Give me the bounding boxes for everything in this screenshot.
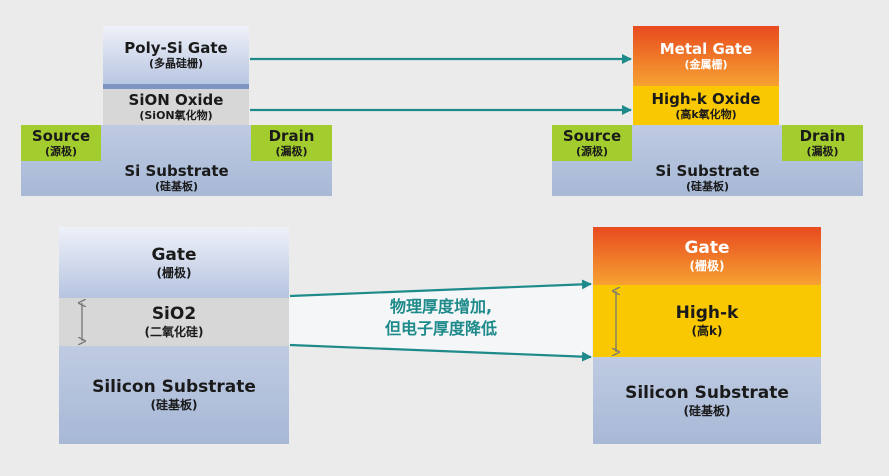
annotation-band xyxy=(289,284,592,358)
layer-subtitle: (硅基板) xyxy=(150,398,198,412)
layer-title: High-k Oxide xyxy=(651,89,761,108)
poly-si-gate-layer: Poly-Si Gate (多晶硅栅) xyxy=(103,26,249,84)
layer-title: Gate xyxy=(151,244,197,265)
layer-title: Silicon Substrate xyxy=(92,377,256,397)
layer-title: Poly-Si Gate xyxy=(124,39,228,57)
layer-subtitle: (多晶硅栅) xyxy=(148,57,204,70)
layer-title: Si Substrate xyxy=(655,161,760,180)
layer-subtitle: (栅极) xyxy=(689,259,725,273)
layer-subtitle: (硅基板) xyxy=(154,179,199,193)
layer-title: Silicon Substrate xyxy=(625,382,789,403)
drain-region: Drain (漏极) xyxy=(251,125,332,161)
gate-oxide-interface xyxy=(103,84,249,89)
layer-subtitle: (硅基板) xyxy=(683,403,731,418)
high-k-oxide-layer: High-k Oxide (高k氧化物) xyxy=(633,86,779,125)
source-region: Source (源极) xyxy=(552,125,632,161)
layer-title: Drain xyxy=(799,127,846,145)
top-edge-arrow xyxy=(289,279,592,298)
layer-subtitle: (高k) xyxy=(691,324,723,338)
layer-subtitle: (高k氧化物) xyxy=(675,107,737,121)
layer-subtitle: (漏极) xyxy=(806,145,839,158)
layer-title: Metal Gate xyxy=(659,40,753,58)
layer-title: Source xyxy=(31,127,91,145)
annotation-line-2: 但电子厚度降低 xyxy=(384,319,497,338)
annotation-line-1: 物理厚度增加, xyxy=(389,297,493,316)
sion-oxide-layer: SiON Oxide (SiON氧化物) xyxy=(103,89,249,125)
layer-title: SiON Oxide xyxy=(128,91,224,109)
sio2-oxide-layer: SiO2 (二氧化硅) xyxy=(59,298,289,346)
layer-subtitle: (栅极) xyxy=(156,265,192,280)
layer-subtitle: (源极) xyxy=(44,145,78,158)
source-region: Source (源极) xyxy=(21,125,101,161)
layer-title: High-k xyxy=(675,303,739,323)
layer-subtitle: (金属栅) xyxy=(684,58,728,71)
drain-region: Drain (漏极) xyxy=(782,125,863,161)
bottom-edge-arrow xyxy=(289,343,592,362)
layer-title: Drain xyxy=(268,127,315,145)
gate-layer: Gate (栅极) xyxy=(593,227,821,285)
gate-layer: Gate (栅极) xyxy=(59,227,289,298)
thickness-annotation: 物理厚度增加, 但电子厚度降低 xyxy=(330,296,552,340)
layer-subtitle: (二氧化硅) xyxy=(144,325,204,339)
layer-subtitle: (源极) xyxy=(575,145,609,158)
layer-title: SiO2 xyxy=(151,304,197,324)
layer-subtitle: (硅基板) xyxy=(685,179,730,193)
high-k-layer: High-k (高k) xyxy=(593,285,821,357)
metal-gate-layer: Metal Gate (金属栅) xyxy=(633,26,779,86)
layer-title: Gate xyxy=(684,238,730,258)
layer-subtitle: (漏极) xyxy=(275,145,308,158)
layer-title: Source xyxy=(562,127,622,145)
silicon-substrate-layer: Silicon Substrate (硅基板) xyxy=(593,357,821,444)
silicon-substrate-layer: Silicon Substrate (硅基板) xyxy=(59,346,289,444)
layer-title: Si Substrate xyxy=(124,161,229,180)
layer-subtitle: (SiON氧化物) xyxy=(139,109,213,122)
